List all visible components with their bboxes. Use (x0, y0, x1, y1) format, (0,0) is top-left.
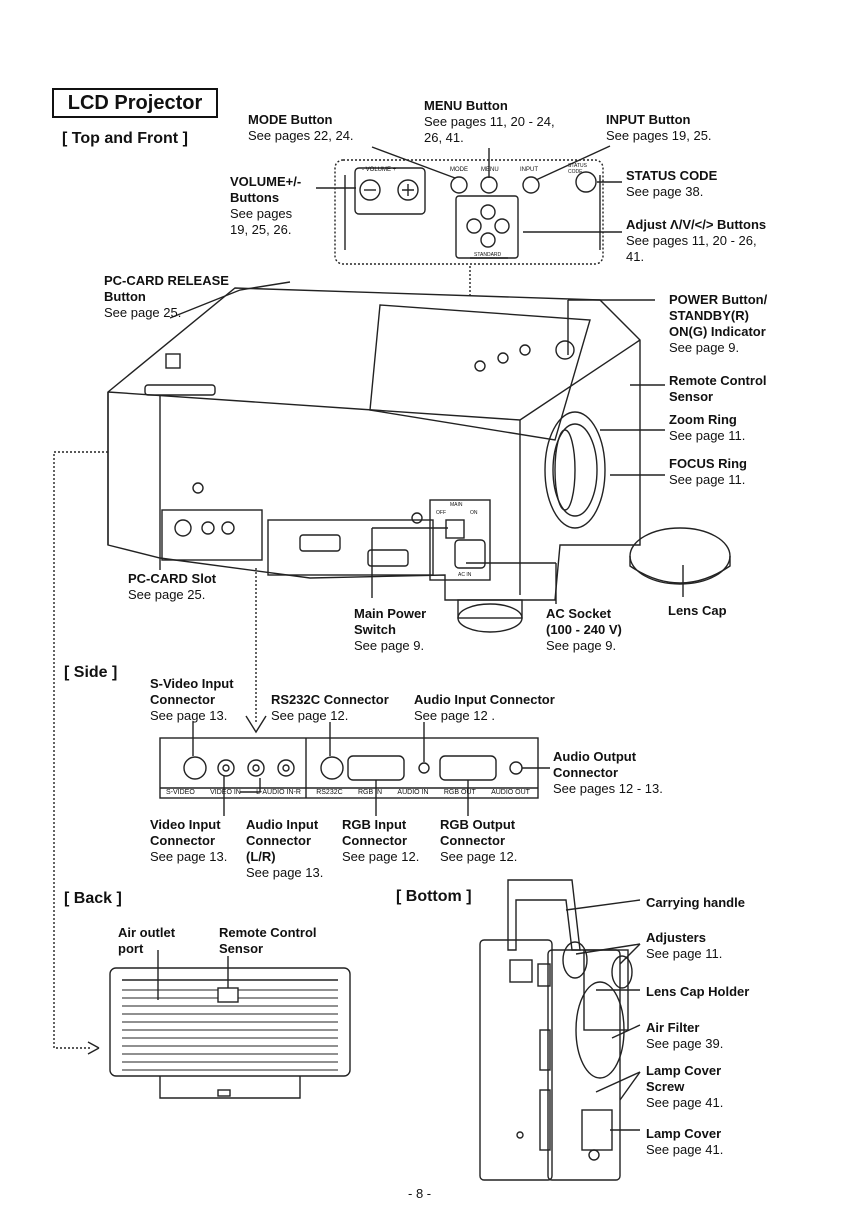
side-label-video-in: VIDEO IN (210, 789, 241, 796)
guide-arrows (53, 451, 267, 1055)
bottom-callout-lines (565, 899, 641, 1131)
callout-power-button: POWER Button/STANDBY(R)ON(G) Indicator S… (669, 292, 768, 355)
callout-lens-cap: Lens Cap (668, 603, 727, 618)
callout-carrying-handle: Carrying handle (646, 895, 745, 910)
callout-lens-cap-holder: Lens Cap Holder (646, 984, 750, 999)
side-callout-lines (192, 722, 550, 816)
side-panel-labels: S-VIDEO VIDEO IN L-AUDIO IN-R RS232C RGB… (166, 789, 538, 798)
panel-label-input: INPUT (520, 167, 538, 173)
panel-label-standard: STANDARD (474, 252, 502, 258)
switch-label-off: OFF (436, 510, 446, 516)
lens-cap-drawing (629, 527, 731, 585)
section-bottom: [ Bottom ] (396, 888, 472, 905)
switch-label-main: MAIN (450, 502, 463, 508)
body-callout-lines (159, 281, 684, 604)
switch-label-ac-in: AC IN (458, 572, 472, 578)
switch-label-on: ON (470, 510, 478, 516)
side-label-svideo: S-VIDEO (166, 789, 195, 796)
page-title: LCD Projector (52, 88, 218, 118)
back-callout-lines (157, 950, 239, 1003)
top-callout-lines (316, 145, 622, 296)
side-label-rs232c: RS232C (316, 789, 343, 796)
top-control-panel-diagram (334, 159, 604, 265)
panel-label-mode: MODE (450, 167, 468, 173)
panel-label-volume: - VOLUME + (362, 167, 397, 173)
panel-label-status: STATUS CODE (568, 163, 587, 175)
side-label-rgb-out: RGB OUT (443, 789, 476, 796)
back-panel-diagram (109, 967, 351, 1099)
section-side: [ Side ] (64, 664, 118, 681)
callout-ac-socket: AC Socket(100 - 240 V) See page 9. (546, 606, 622, 653)
side-label-audio-in: AUDIO IN (397, 789, 429, 796)
page-number: - 8 - (408, 1186, 432, 1201)
panel-label-menu: MENU (481, 167, 499, 173)
section-top-and-front: [ Top and Front ] (62, 130, 188, 147)
section-back: [ Back ] (64, 890, 122, 907)
bottom-view-drawing (479, 879, 633, 1181)
side-label-rgb-in: RGB IN (357, 789, 383, 796)
side-label-audio-lr: L-AUDIO IN-R (256, 789, 301, 796)
side-label-audio-out: AUDIO OUT (491, 789, 530, 796)
